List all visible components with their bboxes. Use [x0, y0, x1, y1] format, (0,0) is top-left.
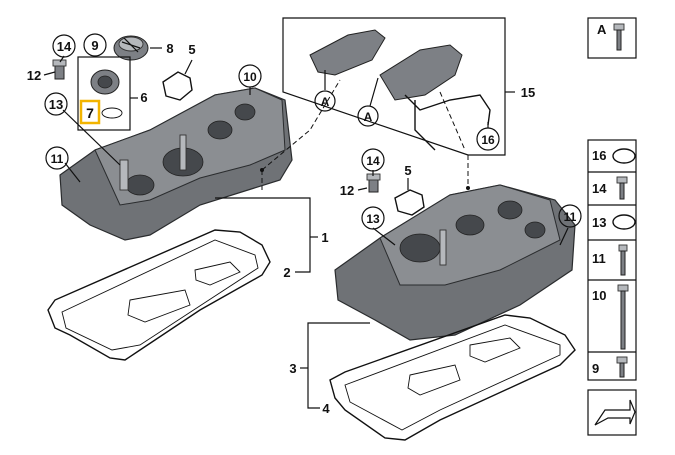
left-valve-cover	[59, 87, 293, 241]
legend-label-9: 9	[592, 361, 599, 376]
stud-11-icon	[618, 244, 628, 276]
legend-label-11: 11	[592, 251, 606, 266]
bolt-10-icon	[617, 284, 629, 350]
callout-circle-13-mid	[361, 206, 385, 230]
direction-arrow-icon	[594, 399, 636, 426]
legend-panel	[587, 17, 637, 436]
bolt-14-icon	[616, 176, 628, 200]
ring-16-icon	[612, 148, 636, 164]
callout-9: 9	[91, 38, 98, 53]
legend-label-13: 13	[592, 215, 606, 230]
leader-lines	[43, 47, 569, 409]
callout-circle-16	[476, 127, 500, 151]
callout-7: 7	[86, 105, 94, 121]
callout-1: 1	[321, 230, 328, 245]
legend-label-14: 14	[592, 181, 607, 196]
dashed-connectors	[260, 79, 470, 190]
callout-14-left: 14	[57, 39, 72, 54]
callout-16: 16	[481, 133, 495, 147]
bolt-9-icon	[616, 356, 628, 378]
callout-14-mid: 14	[366, 154, 380, 168]
callout-12-left: 12	[27, 68, 41, 83]
breather-detail-box-15	[282, 17, 506, 156]
legend-label-a: A	[597, 22, 607, 37]
callout-circle-11-right	[558, 204, 582, 228]
legend-label-16: 16	[592, 148, 606, 163]
callout-15: 15	[521, 85, 535, 100]
callout-13-mid: 13	[366, 212, 380, 226]
ring-13-icon	[612, 214, 636, 230]
callout-a-2: A	[364, 110, 373, 124]
callout-circle-13-left	[44, 92, 68, 116]
callout-a-1: A	[321, 95, 330, 109]
callout-6: 6	[140, 90, 147, 105]
callout-circle-10	[238, 64, 262, 88]
callout-5-mid: 5	[404, 163, 411, 178]
seal-gasket-5-left	[162, 71, 193, 101]
legend-label-10: 10	[592, 288, 606, 303]
callout-circle-14-left	[52, 34, 76, 58]
detail-box-6	[77, 56, 131, 131]
callout-circle-a1	[314, 90, 336, 112]
legend-labels: A 16 14 13 11 10 9	[592, 22, 607, 376]
sensor-part-mid	[366, 173, 381, 193]
callout-13-left: 13	[49, 97, 63, 112]
oil-filler-cap-part	[113, 35, 149, 61]
callout-4: 4	[322, 401, 330, 416]
callout-11-left: 11	[51, 152, 64, 166]
left-gasket	[47, 229, 271, 361]
sensor-part-left	[52, 59, 67, 80]
callout-8: 8	[166, 41, 173, 56]
right-valve-cover	[334, 184, 576, 341]
callout-labels: 14 12 13 9 8 5 6 7 10 11 1 2 3 4 15 A A …	[27, 33, 582, 416]
callout-circle-9	[83, 33, 107, 57]
highlight-box-7	[79, 99, 101, 125]
callout-5-left: 5	[188, 42, 195, 57]
callout-11-right: 11	[564, 210, 577, 224]
seal-gasket-5-mid	[394, 189, 425, 216]
callout-circle-14-mid	[361, 148, 385, 172]
callout-circle-11-left	[45, 146, 69, 170]
callout-circle-a2	[357, 105, 379, 127]
callout-2: 2	[283, 265, 290, 280]
bolt-a-icon	[613, 23, 625, 51]
callout-10: 10	[243, 70, 257, 84]
right-gasket	[329, 314, 576, 441]
callout-3: 3	[289, 361, 296, 376]
callout-12-mid: 12	[340, 183, 354, 198]
